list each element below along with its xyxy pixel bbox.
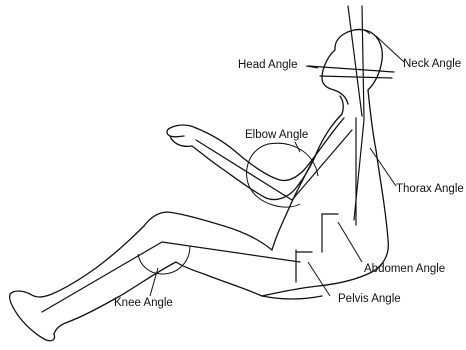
horizontal-reference-line <box>320 76 392 78</box>
forearm-line <box>196 140 292 200</box>
knee-angle-label: Knee Angle <box>114 297 173 309</box>
pelvis-angle-leader <box>308 262 330 296</box>
neck-vertical-line <box>362 6 364 120</box>
neck-angle-label: Neck Angle <box>403 58 461 70</box>
arm-upper-edge <box>196 118 344 181</box>
foot-outline <box>10 291 55 341</box>
pelvis-angle-label: Pelvis Angle <box>338 293 401 305</box>
thorax-angle-leader <box>370 148 396 186</box>
angle-labels: Head Angle Neck Angle Elbow Angle Thorax… <box>114 58 464 309</box>
thigh-upper-edge <box>144 212 272 250</box>
abdomen-angle-leader <box>338 222 362 262</box>
thorax-angle-label: Thorax Angle <box>396 183 464 195</box>
neck-angle-leader <box>376 36 404 62</box>
head-axis-line <box>348 6 362 116</box>
thigh-lower-edge <box>176 262 262 296</box>
elbow-angle-label: Elbow Angle <box>245 129 308 141</box>
head-angle-label: Head Angle <box>238 59 297 71</box>
abdomen-angle-label: Abdomen Angle <box>364 263 445 275</box>
seat-line <box>262 296 322 299</box>
reference-lines <box>42 6 394 312</box>
knee-angle-arc <box>138 246 190 274</box>
thigh-line <box>162 242 300 262</box>
hand-outline <box>167 125 196 146</box>
